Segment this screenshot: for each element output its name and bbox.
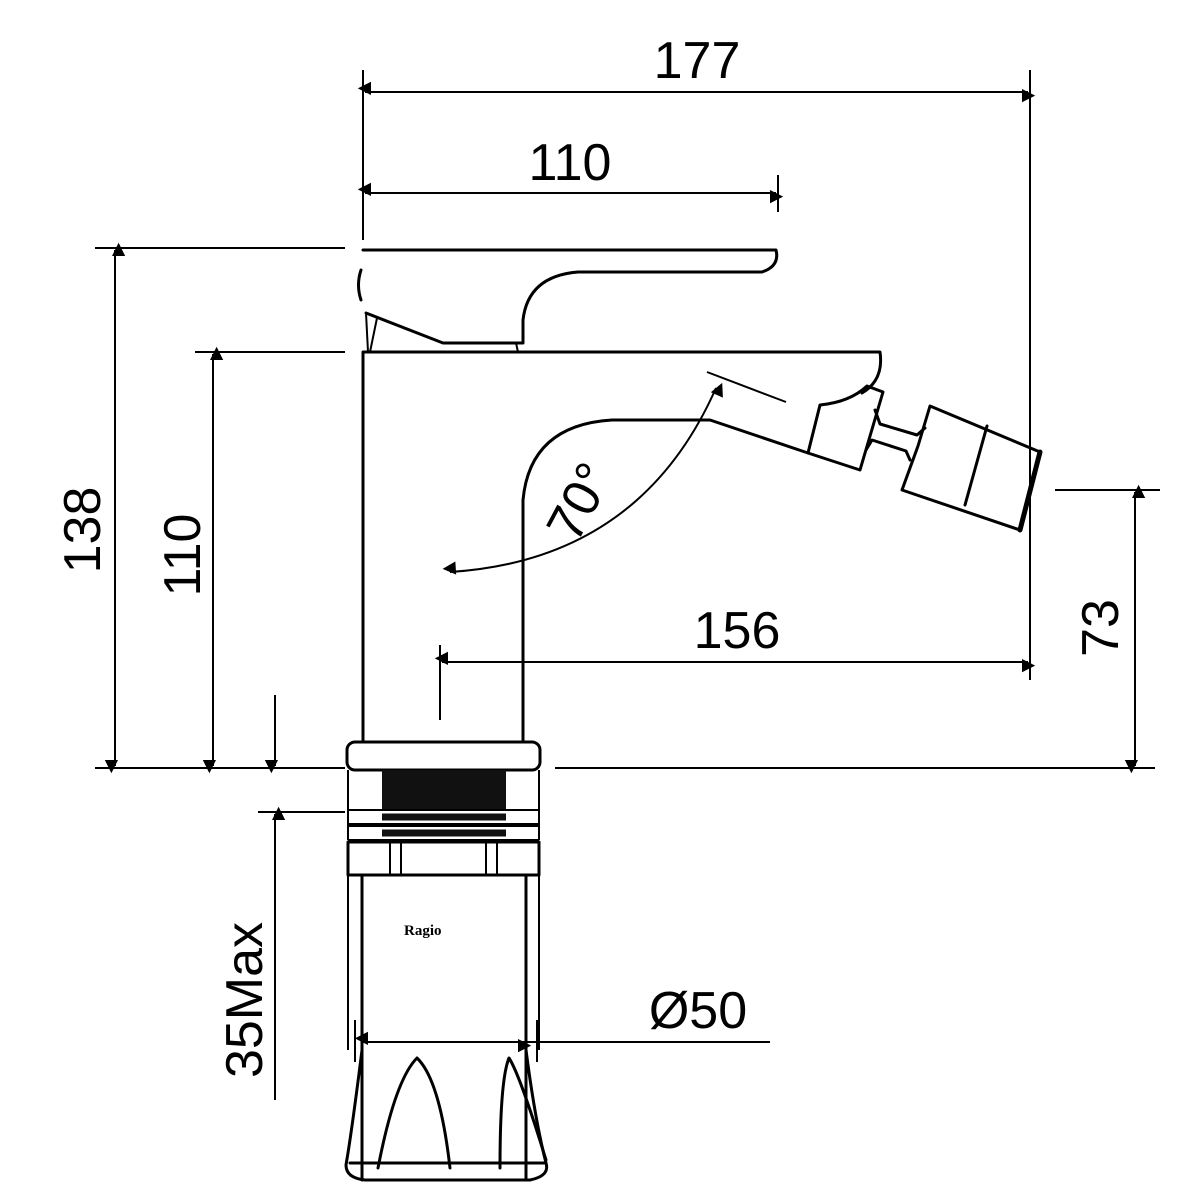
foot: [344, 1048, 549, 1182]
base-collar: [345, 740, 542, 772]
handle-lever: [361, 248, 779, 345]
dimensions: 177 110 138 110 35Max 156 73 Ø50: [54, 32, 1160, 1100]
dim-body-height: 110: [154, 514, 212, 597]
dim-max-deck-thickness: 35Max: [216, 922, 274, 1078]
nut: [346, 840, 541, 877]
handle-cap: [357, 268, 363, 302]
faucet-outline: Ragio: [344, 248, 1043, 1182]
dim-spout-reach: 156: [694, 602, 781, 660]
dim-base-diameter: Ø50: [649, 982, 747, 1040]
dim-overall-length: 177: [654, 32, 741, 90]
shank: [360, 873, 528, 1182]
dim-handle-length: 110: [529, 134, 612, 192]
dim-total-height: 138: [54, 487, 112, 574]
dim-spout-height: 73: [1072, 599, 1130, 657]
brand-logo: Ragio: [404, 923, 442, 939]
body: [361, 350, 883, 742]
spray-head: [806, 384, 1042, 532]
dim-spray-angle: 70°: [536, 454, 624, 551]
